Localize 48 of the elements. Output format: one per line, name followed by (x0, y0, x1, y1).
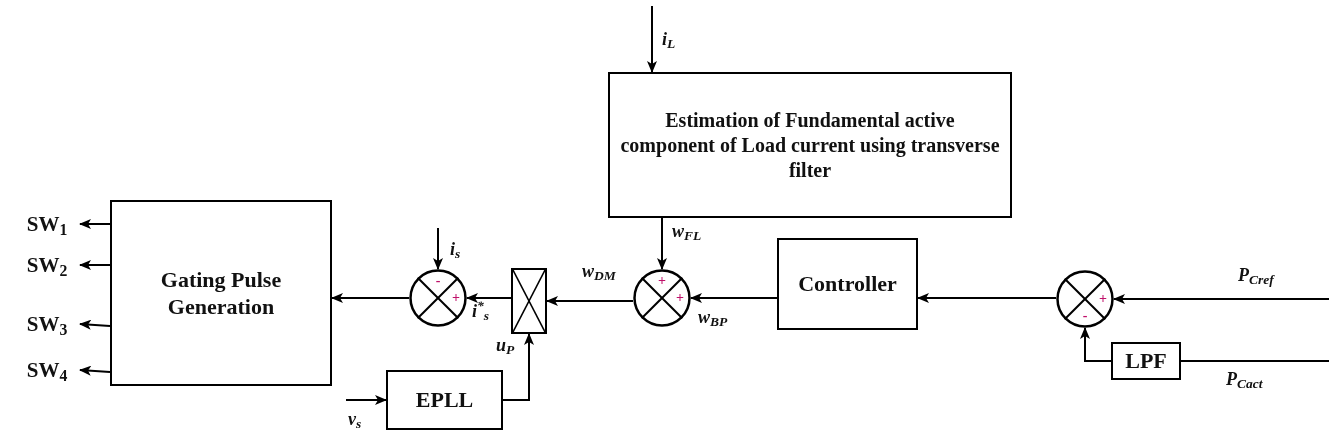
block-label: Controller (797, 270, 898, 298)
block-box (386, 370, 503, 430)
signal-arrow (79, 365, 111, 376)
signal-label: u$_{P}$ (496, 336, 515, 354)
block-label: Gating Pulse Generation (159, 265, 283, 321)
signal-label: i$_{s}$ (450, 240, 461, 258)
block-label: Estimation of Fundamental active component of Load current using transverse filter (619, 107, 1001, 183)
signal-arrow (917, 293, 1057, 303)
switch-signal-label: SW$_{4}$ (26, 356, 68, 384)
signal-arrow (79, 319, 111, 330)
summing-junction (409, 269, 467, 327)
signal-arrow (690, 293, 778, 303)
signal-arrow (647, 5, 657, 73)
signal-arrow (79, 219, 111, 229)
signal-label: v$_{s}$ (348, 410, 362, 428)
sign-label: + (658, 274, 666, 288)
signal-arrow (433, 227, 443, 270)
block-box (777, 238, 918, 330)
signal-label: P$_{Cact}$ (1226, 370, 1263, 388)
signal-arrow (466, 293, 512, 303)
sign-label: - (1082, 309, 1088, 323)
sign-label: + (1099, 292, 1107, 306)
signal-label: w$_{DM}$ (582, 262, 616, 280)
sign-label: + (452, 291, 460, 305)
sign-label: + (676, 291, 684, 305)
summing-junction (1056, 270, 1114, 328)
signal-arrow (1113, 294, 1329, 304)
block-label: LPF (1124, 347, 1168, 375)
switch-signal-label: SW$_{2}$ (26, 251, 68, 279)
block-label: EPLL (414, 386, 475, 414)
signal-label: w$_{FL}$ (672, 222, 702, 240)
summing-junction (633, 269, 691, 327)
signal-arrow (79, 260, 111, 270)
signal-arrow (502, 333, 534, 401)
signal-arrow (331, 293, 410, 303)
signal-arrow (345, 395, 387, 405)
multiplier-box (511, 268, 547, 334)
signal-arrow (1080, 327, 1112, 362)
switch-signal-label: SW$_{3}$ (26, 310, 68, 338)
block-box (1111, 342, 1181, 380)
signal-label: i$_{L}$ (662, 30, 676, 48)
block-box (608, 72, 1012, 218)
signal-label: w$_{BP}$ (698, 308, 728, 326)
block-box (110, 200, 332, 386)
switch-signal-label: SW$_{1}$ (26, 210, 68, 238)
sign-label: - (435, 274, 441, 288)
signal-arrow (546, 296, 634, 306)
signal-arrow (657, 217, 667, 270)
